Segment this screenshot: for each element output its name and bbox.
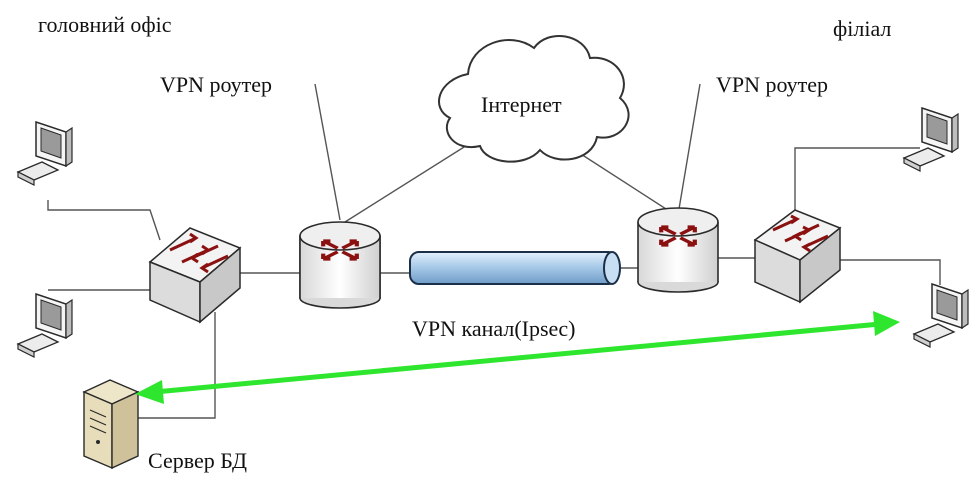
link-router-left-internet	[344, 136, 481, 223]
workstation-right-bottom	[912, 282, 969, 348]
internet-label: Інтернет	[481, 92, 562, 117]
link-switch-pc4	[820, 259, 941, 285]
vpn-tunnel	[409, 251, 621, 285]
router-left	[299, 221, 381, 309]
db-server	[82, 379, 140, 470]
vpn-router-right-label: VPN роутер	[716, 72, 828, 97]
link-switch-server	[125, 312, 216, 419]
link-internet-router-right	[569, 146, 681, 219]
switch-right	[753, 209, 842, 304]
internet-cloud	[438, 34, 630, 163]
switch-left	[148, 227, 242, 324]
callout-router-right	[677, 83, 701, 216]
green-data-arrow	[135, 311, 900, 404]
link-switch-pc3	[794, 147, 920, 212]
link-pc1-switch	[47, 200, 161, 241]
link-pc2-switch	[48, 279, 166, 291]
workstation-left-top	[16, 120, 73, 186]
db-server-label: Сервер БД	[148, 448, 247, 473]
head-office-label: головний офіс	[38, 12, 172, 37]
callout-router-left	[314, 83, 341, 221]
vpn-channel-label: VPN канал(Ipsec)	[412, 316, 575, 341]
branch-label: філіал	[833, 16, 891, 41]
workstation-right-top	[902, 106, 959, 172]
router-right	[637, 207, 719, 293]
connection-lines	[47, 83, 941, 419]
vpn-router-left-label: VPN роутер	[160, 72, 272, 97]
workstation-left-bottom	[16, 292, 73, 358]
